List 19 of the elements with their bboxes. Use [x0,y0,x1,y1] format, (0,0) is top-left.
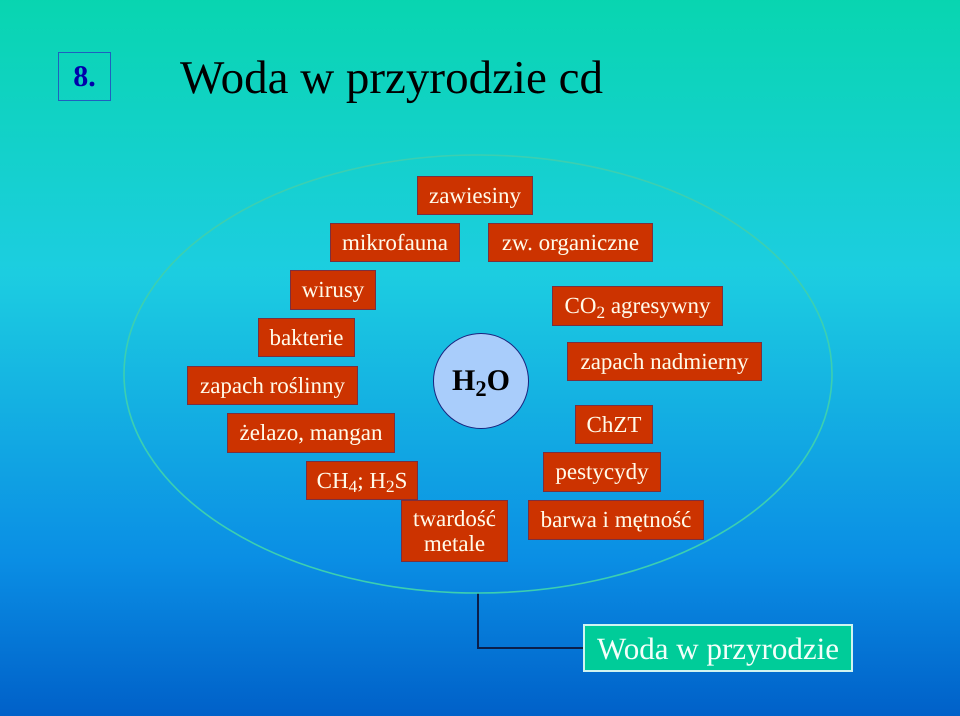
label-box: barwa i mętność [528,500,704,540]
label-box: żelazo, mangan [227,413,395,453]
label-box: mikrofauna [330,223,460,262]
label-box: ChZT [575,405,653,444]
label-box: bakterie [258,318,355,357]
label-box: CH$_{4}$; H$_{2}$S [306,461,418,500]
label-box: zawiesiny [417,176,533,215]
label-box: zapach nadmierny [567,342,762,381]
label-box: twardość metale [401,500,508,562]
connector-line [477,593,583,649]
slide-number-box: 8. [58,52,111,101]
slide-title: Woda w przyrodzie cd [180,55,603,102]
label-box: wirusy [290,270,376,310]
label-box: pestycydy [543,452,661,492]
ellipse-outline [123,154,833,594]
topic-box: Woda w przyrodzie [583,624,853,672]
label-box: CO$_{2}$ agresywny [552,286,723,326]
label-box: zw. organiczne [488,223,653,262]
label-box: zapach roślinny [187,366,358,405]
